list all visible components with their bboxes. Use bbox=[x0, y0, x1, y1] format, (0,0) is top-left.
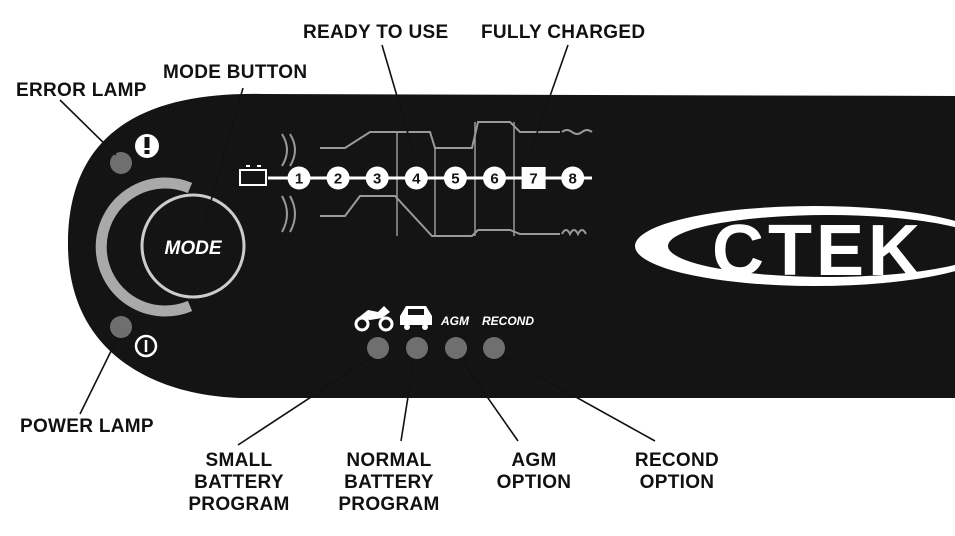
normal-battery-program-line-1: NORMAL bbox=[346, 450, 432, 471]
agm-lamp bbox=[445, 337, 467, 359]
charging-step-marker bbox=[443, 166, 467, 190]
recond-label: RECOND bbox=[482, 314, 534, 328]
charging-step-marker bbox=[287, 166, 311, 190]
leader-normal-battery bbox=[400, 358, 415, 442]
charging-step: 2 bbox=[326, 166, 350, 190]
charging-curve bbox=[281, 121, 593, 237]
charging-step-label: 7 bbox=[529, 171, 537, 188]
leader-power-lamp bbox=[79, 338, 118, 415]
exclamation-icon bbox=[135, 134, 159, 158]
agm-option-line-1: AGM bbox=[511, 450, 557, 471]
charging-step-label: 2 bbox=[334, 171, 342, 188]
leader-mode-button bbox=[204, 87, 244, 223]
fully-charged-callout-text: FULLY CHARGED bbox=[481, 22, 646, 43]
agm-option-callout: AGM OPTION bbox=[486, 450, 582, 494]
ctek-logo-text: CTEK bbox=[712, 211, 924, 291]
power-icon bbox=[134, 334, 158, 358]
charging-step-label: 6 bbox=[490, 171, 498, 188]
charging-steps: 1 2 3 4 5 6 7 8 bbox=[287, 166, 585, 190]
charging-step-label: 1 bbox=[295, 171, 303, 188]
charging-step-label: 4 bbox=[412, 171, 421, 188]
leader-small-battery bbox=[237, 356, 373, 446]
charging-step: 5 bbox=[443, 166, 467, 190]
fully-charged-callout: FULLY CHARGED bbox=[481, 22, 645, 44]
charging-step-marker bbox=[365, 166, 389, 190]
power-lamp-callout: POWER LAMP bbox=[20, 416, 154, 438]
leader-fully-charged bbox=[530, 44, 569, 151]
agm-option-line-2: OPTION bbox=[496, 472, 572, 493]
charging-step-marker bbox=[404, 166, 428, 190]
battery-icon bbox=[239, 165, 267, 186]
agm-label: AGM bbox=[440, 314, 470, 328]
recond-option-line-1: RECOND bbox=[634, 450, 720, 471]
small-battery-program-line-3: PROGRAM bbox=[188, 494, 290, 515]
normal-battery-lamp bbox=[406, 337, 428, 359]
car-icon bbox=[400, 306, 432, 330]
charging-step: 1 bbox=[287, 166, 311, 190]
error-lamp-callout-text: ERROR LAMP bbox=[16, 80, 147, 101]
small-battery-program-line-2: BATTERY bbox=[194, 472, 284, 493]
charging-step-marker bbox=[326, 166, 350, 190]
charging-step-marker bbox=[483, 166, 506, 190]
recond-option-callout: RECOND OPTION bbox=[622, 450, 732, 494]
leader-ready-to-use bbox=[381, 44, 415, 155]
normal-battery-program-line-3: PROGRAM bbox=[338, 494, 440, 515]
ready-to-use-callout-text: READY TO USE bbox=[303, 22, 449, 43]
charging-step: 4 bbox=[404, 166, 428, 190]
mode-button-label: MODE bbox=[165, 238, 223, 259]
charging-step-label: 5 bbox=[451, 171, 459, 188]
small-battery-program-callout: SMALL BATTERY PROGRAM bbox=[180, 450, 298, 516]
mode-button[interactable]: MODE bbox=[95, 177, 246, 317]
error-lamp bbox=[110, 152, 132, 174]
small-battery-lamp bbox=[367, 337, 389, 359]
small-battery-program-line-1: SMALL bbox=[205, 450, 273, 471]
charging-step-label: 8 bbox=[569, 171, 577, 188]
leader-agm bbox=[459, 357, 519, 442]
leader-error-lamp bbox=[59, 99, 117, 156]
charging-step: 6 bbox=[483, 166, 506, 190]
charging-step: 8 bbox=[561, 166, 585, 190]
ctek-logo: CTEK bbox=[635, 206, 955, 291]
charging-step: 3 bbox=[365, 166, 389, 190]
error-lamp-callout: ERROR LAMP bbox=[16, 80, 147, 102]
mode-button-face[interactable] bbox=[140, 193, 246, 299]
mode-button-callout-text: MODE BUTTON bbox=[163, 62, 308, 83]
charging-step: 7 bbox=[521, 167, 546, 189]
leader-lines bbox=[59, 44, 656, 446]
motorcycle-icon bbox=[354, 306, 394, 332]
ready-to-use-callout: READY TO USE bbox=[303, 22, 448, 44]
normal-battery-program-callout: NORMAL BATTERY PROGRAM bbox=[330, 450, 448, 516]
normal-battery-program-line-2: BATTERY bbox=[344, 472, 434, 493]
charging-step-label: 3 bbox=[373, 171, 381, 188]
power-lamp-callout-text: POWER LAMP bbox=[20, 416, 154, 437]
power-lamp bbox=[110, 316, 132, 338]
charging-step-marker bbox=[521, 167, 546, 189]
mode-button-callout: MODE BUTTON bbox=[163, 62, 307, 84]
mode-ring-arc bbox=[95, 177, 193, 317]
charger-panel bbox=[67, 93, 955, 398]
recond-lamp bbox=[483, 337, 505, 359]
leader-recond bbox=[501, 355, 656, 442]
recond-option-line-2: OPTION bbox=[639, 472, 715, 493]
charging-step-marker bbox=[561, 166, 585, 190]
